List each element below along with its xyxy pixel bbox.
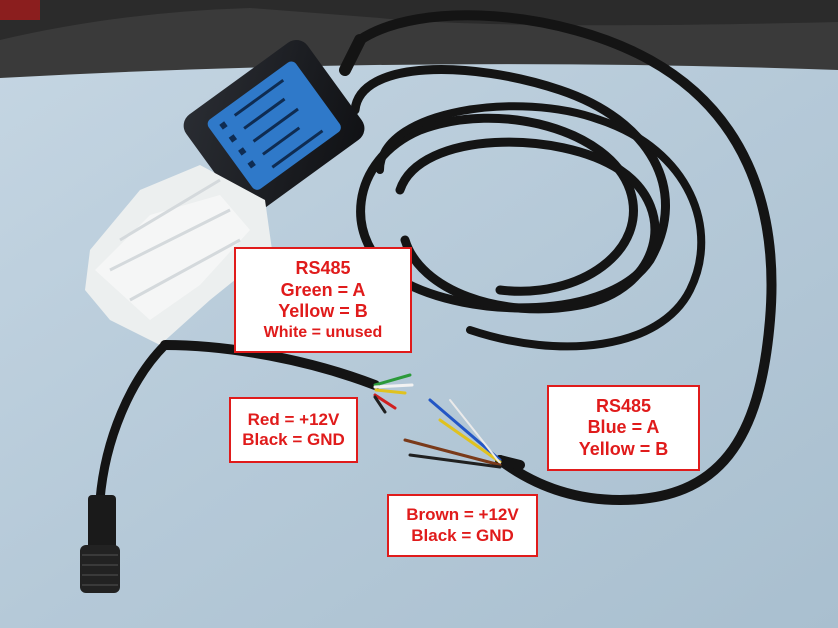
- sensor-cable-wires: [403, 398, 525, 470]
- foam-wrap: [85, 165, 272, 345]
- black-wire-label: Black = GND: [242, 430, 345, 449]
- brown-wire-label: Brown = +12V: [406, 505, 519, 525]
- black-cable-wire-label: Black = GND: [411, 525, 514, 545]
- usb-rs485-adapter: [183, 39, 365, 215]
- m12-connector: [80, 495, 120, 593]
- red-wire-label: Red = +12V: [247, 409, 340, 429]
- yellow-cable-wire-label: Yellow = B: [578, 438, 669, 459]
- blue-wire-label: Blue = A: [587, 417, 660, 438]
- rs485-adapter-title: RS485: [295, 258, 351, 279]
- cable-power-label: Brown = +12V Black = GND: [387, 494, 538, 557]
- white-wire-label: White = unused: [263, 323, 383, 341]
- yellow-wire-label: Yellow = B: [278, 301, 368, 322]
- green-wire-label: Green = A: [280, 279, 366, 300]
- rs485-adapter-label: RS485 Green = A Yellow = B White = unuse…: [234, 247, 412, 353]
- red-object: [0, 0, 40, 20]
- adapter-power-label: Red = +12V Black = GND: [229, 397, 358, 463]
- rs485-cable-title: RS485: [595, 395, 652, 416]
- adapter-cable: [95, 340, 414, 505]
- rs485-cable-label: RS485 Blue = A Yellow = B: [547, 385, 700, 471]
